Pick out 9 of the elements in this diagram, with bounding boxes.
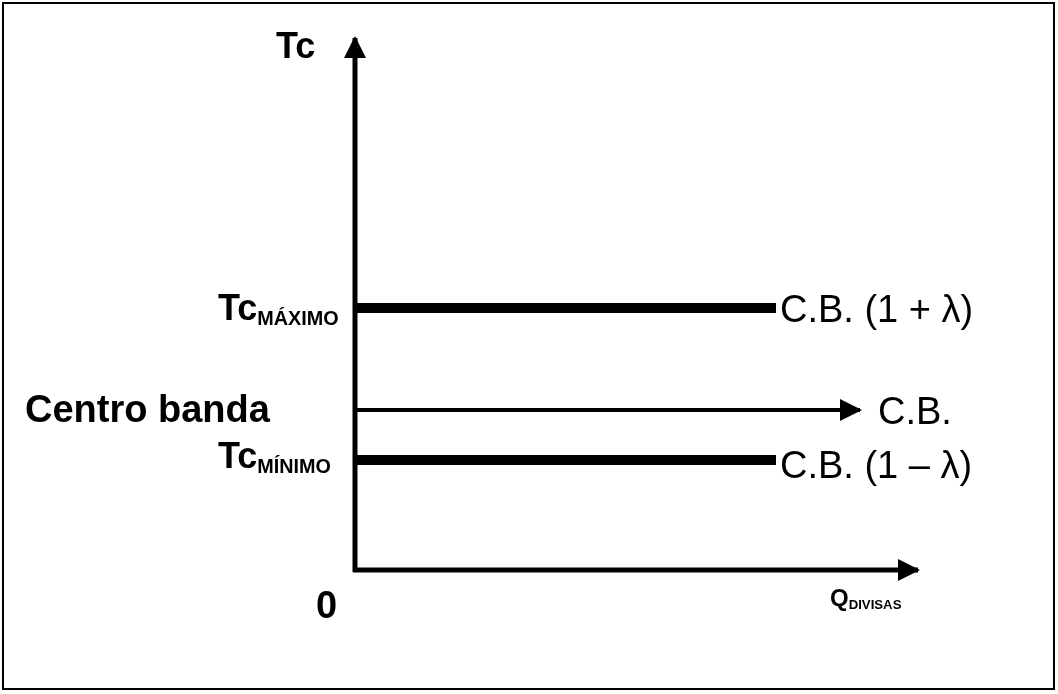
origin-label: 0 <box>316 586 338 624</box>
min-rate-label: Tc$_{MÍNIMO}$ <box>218 438 331 477</box>
band-value-label: C.B. <box>878 392 952 430</box>
max-rate-label: Tc$_{MÁXIMO}$ <box>218 290 339 329</box>
axis-label: Tc <box>276 28 316 64</box>
band-value-label: C.B. (1 – λ) <box>780 446 973 484</box>
band-value-label: C.B. (1 + λ) <box>780 290 974 328</box>
axis-label: Q$_{DIVISAS}$ <box>830 586 902 612</box>
band-center-label: Centro banda <box>25 390 270 428</box>
